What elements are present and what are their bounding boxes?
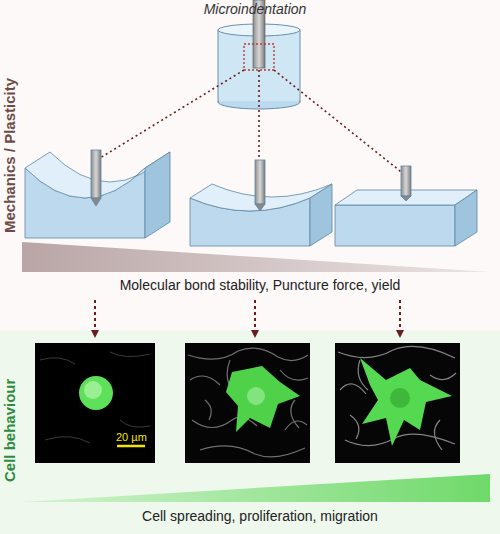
needle-tip xyxy=(401,196,411,201)
cell-nucleus xyxy=(390,388,410,408)
image-frame xyxy=(335,343,460,463)
medium-block xyxy=(190,160,332,246)
texture xyxy=(40,352,150,443)
behaviour-label: Cell spreading, proliferation, migration xyxy=(30,508,490,524)
cylinder-fill xyxy=(219,31,299,101)
block-top xyxy=(335,190,477,205)
texture xyxy=(188,348,308,457)
cell-behaviour-band: Cell behaviourCell spreading, proliferat… xyxy=(0,330,500,534)
block-side xyxy=(455,190,477,246)
image-frame xyxy=(35,343,155,463)
cell-nucleus xyxy=(247,387,265,405)
indenter-needle xyxy=(91,150,101,198)
texture-line xyxy=(350,360,442,450)
zoom-line xyxy=(274,70,405,175)
texture-line xyxy=(190,370,308,428)
indenter-needle xyxy=(253,0,265,68)
property-label: Molecular bond stability, Puncture force… xyxy=(30,277,490,293)
zoom-line xyxy=(258,70,260,168)
micrograph xyxy=(35,343,155,463)
micrograph xyxy=(335,343,460,463)
round-cell xyxy=(79,376,113,410)
block-front xyxy=(190,198,310,246)
needle-tip xyxy=(91,198,101,206)
soft-block xyxy=(25,150,170,238)
down-arrow xyxy=(94,300,96,334)
texture-line xyxy=(340,373,456,446)
increasing-wedge xyxy=(22,474,490,502)
block-side xyxy=(310,184,332,246)
texture-line xyxy=(188,348,308,360)
indenter-needle xyxy=(401,166,411,196)
down-arrow xyxy=(254,300,256,334)
texture-line xyxy=(40,352,150,443)
cylinder-body xyxy=(218,30,300,102)
decreasing-wedge xyxy=(22,242,490,272)
down-arrows xyxy=(95,300,400,334)
zoom-line xyxy=(100,70,244,158)
image-frame xyxy=(185,343,310,463)
block-front xyxy=(25,168,145,238)
texture-line xyxy=(338,346,455,358)
zoom-lines xyxy=(100,70,405,175)
indenter-needle xyxy=(255,160,265,204)
spreading-cell xyxy=(226,366,300,432)
block-top xyxy=(25,152,170,198)
cell-nucleus xyxy=(84,381,102,399)
block-side xyxy=(145,152,170,238)
block-top xyxy=(190,184,332,211)
mechanics-band: MicroindentationMechanics / PlasticityMo… xyxy=(0,0,500,330)
micrograph xyxy=(185,343,310,463)
texture-line xyxy=(200,421,307,457)
block-front xyxy=(335,205,455,246)
zoom-box xyxy=(244,44,274,70)
band-heading: Mechanics / Plasticity xyxy=(1,20,18,290)
cylinder-bottom xyxy=(218,95,300,109)
needle-tip xyxy=(255,204,265,211)
texture-line xyxy=(205,360,299,428)
cylinder-top xyxy=(218,24,300,36)
stiff-block xyxy=(335,166,477,246)
texture xyxy=(338,346,456,450)
indentation-cylinder xyxy=(218,0,300,109)
scale-label: 20 µm xyxy=(116,431,147,444)
scale-bar xyxy=(117,445,145,448)
spread-cell xyxy=(360,358,452,446)
band-heading: Cell behaviour xyxy=(1,340,18,520)
method-label: Microindentation xyxy=(190,1,320,17)
down-arrow xyxy=(399,300,401,334)
